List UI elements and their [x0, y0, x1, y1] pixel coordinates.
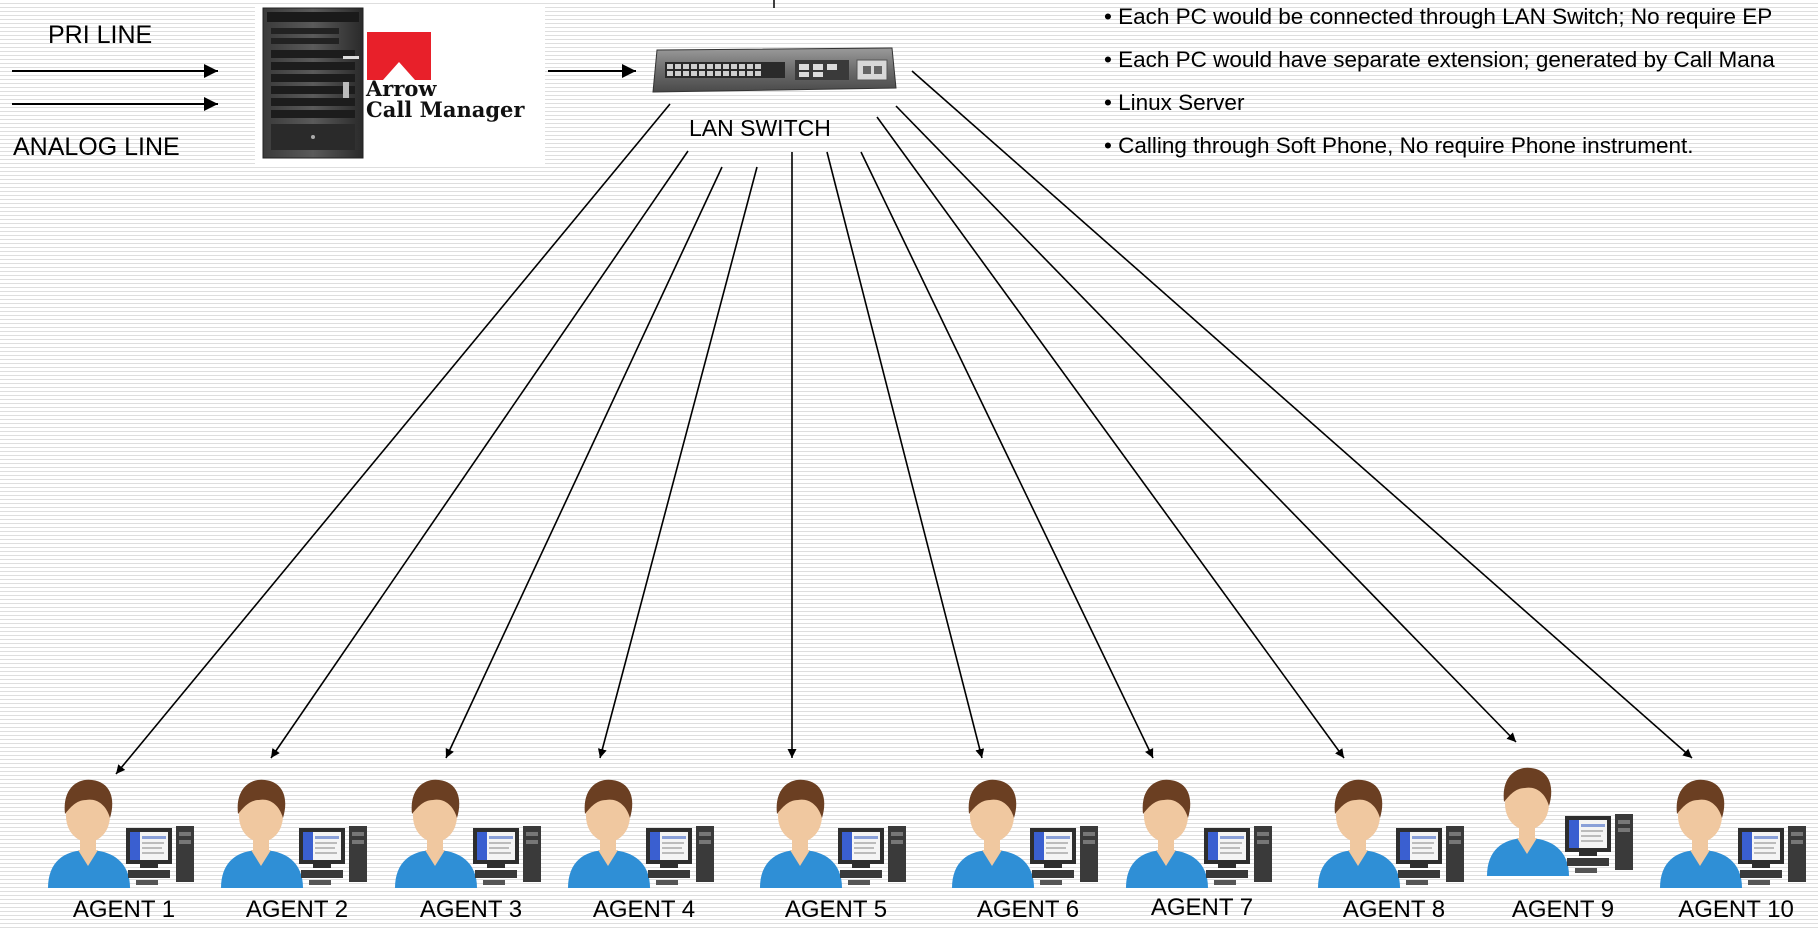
agent-link-arrow — [876, 116, 1345, 759]
agent-person-icon — [1126, 779, 1208, 888]
agent-link-arrow — [860, 151, 1154, 759]
computer-icon — [126, 826, 194, 885]
agent-workstation — [758, 770, 910, 888]
agent-label: AGENT 8 — [1342, 896, 1446, 923]
note-item: • Calling through Soft Phone, No require… — [1104, 133, 1694, 158]
agent-workstation — [566, 770, 718, 888]
call-manager-server: Arrow Call Manager — [255, 4, 545, 164]
agent-link-arrow — [115, 103, 671, 775]
agent-workstation — [1316, 770, 1468, 888]
agent-workstation — [1485, 758, 1637, 876]
agent-label: AGENT 5 — [784, 896, 888, 923]
agent-person-icon — [760, 779, 842, 888]
computer-icon — [1565, 814, 1633, 873]
agent-workstation — [1658, 770, 1810, 888]
note-item: • Each PC would be connected through LAN… — [1104, 4, 1773, 29]
agent-person-icon — [952, 779, 1034, 888]
agent-person-icon — [1660, 779, 1742, 888]
lan-switch — [651, 44, 898, 97]
computer-icon — [1030, 826, 1098, 885]
agent-workstation — [46, 770, 198, 888]
agent-person-icon — [221, 779, 303, 888]
brand-name-line2: Call Manager — [366, 97, 525, 122]
network-switch-icon — [652, 47, 897, 93]
note-item: • Linux Server — [1104, 90, 1245, 115]
agent-person-icon — [395, 779, 477, 888]
agent-link-arrow — [270, 150, 689, 759]
agent-person-icon — [48, 779, 130, 888]
agent-person-icon — [568, 779, 650, 888]
computer-icon — [299, 826, 367, 885]
analog-line-label: ANALOG LINE — [13, 133, 180, 161]
agent-label: AGENT 2 — [245, 896, 349, 923]
computer-icon — [473, 826, 541, 885]
agent-label: AGENT 10 — [1678, 896, 1794, 923]
computer-icon — [838, 826, 906, 885]
agent-workstation — [393, 770, 545, 888]
agent-link-arrow — [597, 166, 758, 759]
agent-label: AGENT 3 — [419, 896, 523, 923]
agent-label: AGENT 7 — [1150, 894, 1254, 921]
agent-link-arrow — [895, 105, 1517, 743]
lan-switch-label: LAN SWITCH — [689, 115, 831, 141]
agent-label: AGENT 1 — [72, 896, 176, 923]
agent-links — [115, 70, 1693, 775]
computer-icon — [1738, 826, 1806, 885]
agent-workstation — [1124, 770, 1276, 888]
agent-person-icon — [1318, 779, 1400, 888]
agent-workstation — [950, 770, 1102, 888]
server-tower-icon — [262, 7, 364, 159]
agent-workstation — [219, 770, 371, 888]
agent-label: AGENT 4 — [592, 896, 696, 923]
notes-list: • Each PC would be connected through LAN… — [1104, 4, 1818, 176]
agent-person-icon — [1487, 767, 1569, 876]
agent-label: AGENT 6 — [976, 896, 1080, 923]
computer-icon — [1204, 826, 1272, 885]
brand-name-line1: Arrow — [366, 76, 437, 101]
agent-link-arrow — [445, 166, 723, 759]
computer-icon — [1396, 826, 1464, 885]
arrow-logo-icon — [367, 32, 431, 80]
pri-line-label: PRI LINE — [48, 21, 153, 49]
note-item: • Each PC would have separate extension;… — [1104, 47, 1775, 72]
agent-link-arrow — [911, 70, 1693, 759]
agent-label: AGENT 9 — [1511, 896, 1615, 923]
computer-icon — [646, 826, 714, 885]
agent-link-arrow — [826, 151, 985, 759]
